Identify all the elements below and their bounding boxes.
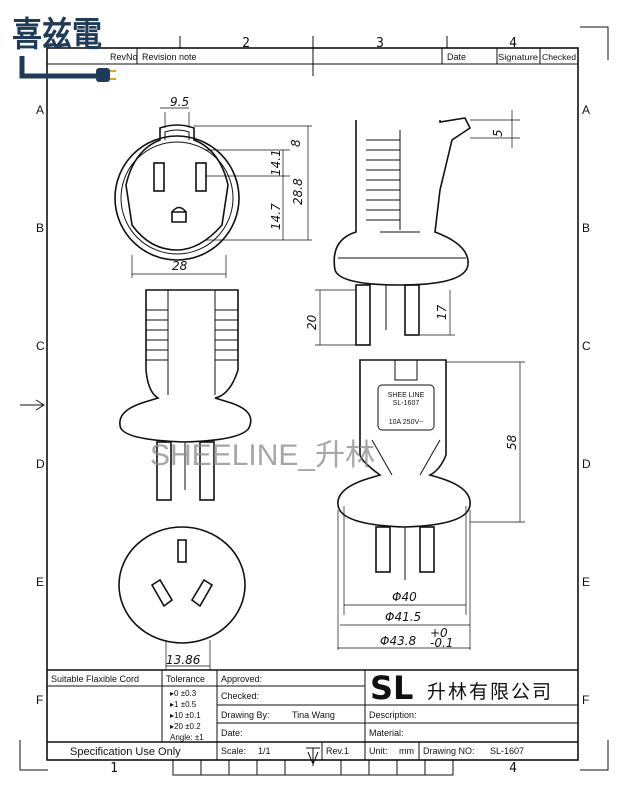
corner-mark <box>19 740 48 771</box>
dim-upper: 14.1 <box>269 149 283 176</box>
material-label: Material: <box>369 728 404 738</box>
row-label: E <box>582 575 590 589</box>
row-label: B <box>582 221 590 235</box>
column-label: 3 <box>376 36 384 51</box>
plug-left-view <box>119 289 252 501</box>
tolerance-item: ▸20 ±0.2 <box>170 722 201 731</box>
label-rating: 10A 250V~ <box>389 419 423 426</box>
label-model: SL-1607 <box>393 400 420 407</box>
revno-header: RevNo <box>110 52 138 62</box>
column-label: 2 <box>242 36 250 51</box>
dim-socket-width: 13.86 <box>166 653 201 667</box>
row-label: D <box>582 457 591 471</box>
dim-tab: 5 <box>491 129 505 137</box>
description-label: Description: <box>369 710 417 720</box>
svg-text:喜兹電: 喜兹電 <box>12 15 102 55</box>
rev-value: Rev.1 <box>326 746 349 756</box>
unit-label: Unit: <box>369 746 388 756</box>
drawing-no-label: Drawing NO: <box>423 746 475 756</box>
dim-d3-tol-upper: +0 <box>430 626 448 640</box>
spec-note: Specification Use Only <box>70 746 181 758</box>
date-header: Date <box>447 52 466 62</box>
centering-arrow-icon <box>20 399 45 411</box>
watermark: SHEELINE_升林 <box>150 439 375 472</box>
dim-lower: 14.7 <box>269 203 283 230</box>
tolerance-label: Tolerance <box>166 674 205 684</box>
signature-header: Signature <box>498 52 538 62</box>
drawing-no-value: SL-1607 <box>490 746 524 756</box>
dim-d3-tol-lower: -0.1 <box>430 636 453 650</box>
row-label: C <box>36 339 45 353</box>
row-label: C <box>582 339 591 353</box>
plug-side-view: 5 20 17 <box>305 110 520 346</box>
socket-face-view: 13.86 <box>118 526 246 670</box>
title-block: Suitable Flaxible Cord Tolerance ▸0 ±0.3… <box>47 669 578 766</box>
dim-d2: Φ41.5 <box>385 610 421 624</box>
dim-total: 28.8 <box>291 178 305 205</box>
plug-label-view: SHEE LINE SL-1607 10A 250V~ 58 Φ40 Φ41.5… <box>337 359 525 650</box>
row-label: D <box>36 457 45 471</box>
scale-label: Scale: <box>221 746 246 756</box>
tolerance-item: ▸1 ±0.5 <box>170 700 197 709</box>
dim-height: 58 <box>505 434 519 450</box>
company-logo: SL <box>370 669 413 707</box>
revision-note-header: Revision note <box>142 52 197 62</box>
row-label: F <box>582 693 589 707</box>
date-label: Date: <box>221 728 243 738</box>
label-brand: SHEE LINE <box>388 392 425 399</box>
dim-d1: Φ40 <box>392 590 417 604</box>
corner-mark <box>580 26 609 60</box>
dim-d3: Φ43.8 <box>380 634 417 648</box>
corner-mark <box>580 740 609 771</box>
dim-pin-short: 17 <box>435 304 449 320</box>
approved-label: Approved: <box>221 674 262 684</box>
dim-top-width: 9.5 <box>170 95 189 109</box>
drawing-by-value: Tina Wang <box>292 710 335 720</box>
cord-label: Suitable Flaxible Cord <box>51 674 139 684</box>
row-label: A <box>582 103 590 117</box>
row-label: F <box>36 693 43 707</box>
drawing-frame <box>46 47 579 761</box>
column-label: 4 <box>509 36 517 51</box>
projection-symbol-icon <box>306 747 320 766</box>
unit-value: mm <box>399 746 414 756</box>
company-name: 升林有限公司 <box>427 681 553 703</box>
dim-face-width: 28 <box>172 259 188 273</box>
scale-value: 1/1 <box>258 746 271 756</box>
row-label: A <box>36 103 44 117</box>
plug-front-view: 9.5 28 8 14.1 14.7 28.8 <box>114 95 312 278</box>
tolerance-item: ▸10 ±0.1 <box>170 711 201 720</box>
drawing-by-label: Drawing By: <box>221 710 270 720</box>
dim-top-gap: 8 <box>289 139 303 147</box>
row-label: B <box>36 221 44 235</box>
checked-header: Checked <box>542 52 576 62</box>
dim-pin-long: 20 <box>305 314 319 330</box>
bottom-scale: 1 4 <box>110 760 517 776</box>
tolerance-item: Angle: ±1 <box>170 733 204 742</box>
brand-logo: 喜兹電 <box>12 15 116 82</box>
checked-label: Checked: <box>221 691 259 701</box>
column-label: 1 <box>110 761 118 776</box>
row-label: E <box>36 575 44 589</box>
tolerance-item: ▸0 ±0.3 <box>170 689 197 698</box>
column-label: 4 <box>509 761 517 776</box>
revision-header: RevNo Revision note Date Signature Check… <box>47 48 578 65</box>
